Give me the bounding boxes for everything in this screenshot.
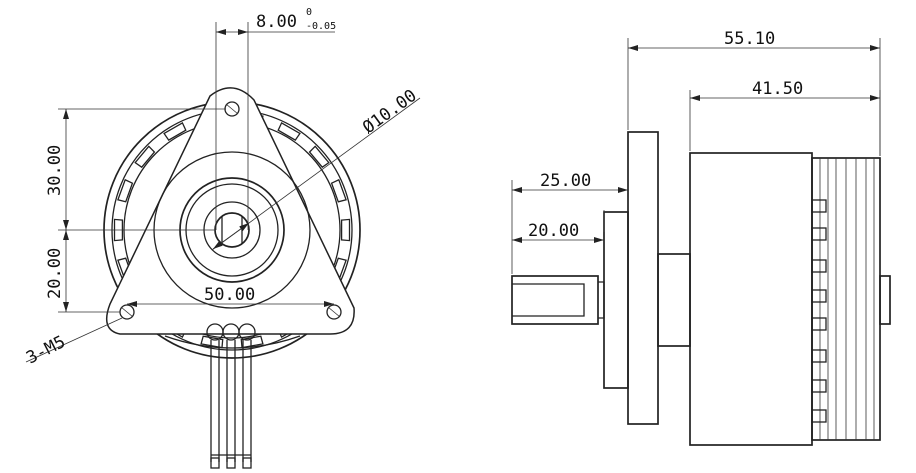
shaft	[511, 275, 599, 325]
mount-hole-right	[326, 304, 342, 320]
stator-slot	[308, 145, 330, 169]
bearing-housing	[657, 253, 691, 347]
flange-plate	[627, 131, 659, 425]
dim-total-length-value: 55.10	[724, 29, 775, 49]
dim-height-lower-value: 20.00	[45, 248, 65, 299]
dim-shaft-flat: 8.00 0 -0.05	[215, 7, 336, 230]
lead-wires	[210, 340, 252, 469]
dim-height-upper-value: 30.00	[45, 145, 65, 196]
stator-slot	[340, 218, 351, 242]
side-view: 55.10 41.50 25.00 20.00	[511, 29, 891, 446]
dim-body-length: 41.50	[689, 79, 881, 156]
dim-shaft-inner-value: 20.00	[528, 221, 579, 241]
rear-fin-notch	[811, 409, 827, 423]
rear-fin-lines	[811, 158, 875, 440]
front-view: 8.00 0 -0.05 Ø10.00 30.00 20.00 50.00	[23, 7, 421, 469]
rear-fin-notch	[811, 379, 827, 393]
lead-exit-arc	[164, 335, 301, 349]
stator-slot	[330, 178, 347, 203]
stator-slot	[117, 178, 134, 203]
mount-holes-label: 3-M5	[23, 332, 69, 368]
motor-body	[689, 152, 813, 446]
dim-hole-spacing: 50.00	[127, 285, 334, 307]
mounting-flange	[105, 87, 355, 335]
rear-cap	[879, 275, 891, 325]
rear-fin-notch	[811, 317, 827, 331]
dim-shaft-inner: 20.00	[512, 210, 605, 243]
rear-fin-notch	[811, 199, 827, 213]
stator-slot	[277, 121, 301, 141]
dim-shaft-outer: 25.00	[511, 171, 628, 274]
dim-shaft-outer-value: 25.00	[540, 171, 591, 191]
rear-fin-notch	[811, 259, 827, 273]
rear-fin-notch	[811, 227, 827, 241]
dim-hole-spacing-value: 50.00	[204, 285, 255, 305]
rear-fin-notch	[811, 349, 827, 363]
dim-shaft-diameter-value: Ø10.00	[359, 86, 420, 138]
rear-fin-notch	[811, 289, 827, 303]
dim-shaft-flat-value: 8.00	[256, 12, 297, 32]
stator-slot	[163, 121, 187, 141]
stator-slot	[134, 145, 156, 169]
dim-shaft-flat-tol-upper: 0	[306, 7, 312, 18]
dim-body-length-value: 41.50	[752, 79, 803, 99]
flange-hub	[603, 211, 629, 389]
dim-shaft-flat-tol-lower: -0.05	[306, 21, 336, 32]
dim-heights: 30.00 20.00	[45, 108, 226, 313]
stator-slot	[113, 218, 124, 242]
